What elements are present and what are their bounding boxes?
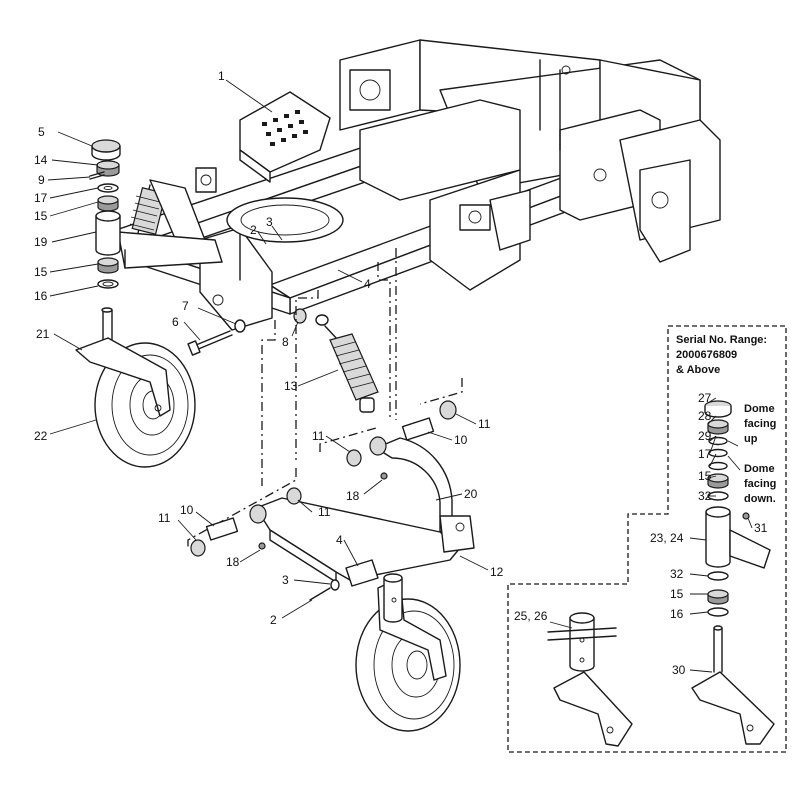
inset-callout-31: 31: [754, 521, 768, 535]
callout-10-upper: 10: [454, 433, 468, 447]
callout-labels: 1 2 3 2 3 4 4 5 6 7 8 9 10 10 11 11 11 1…: [34, 69, 504, 627]
callout-17: 17: [34, 191, 48, 205]
dome-down-line1: Dome: [744, 463, 775, 475]
bushing-8: [293, 308, 307, 324]
inset-callout-29: 29: [698, 429, 712, 443]
callout-5: 5: [38, 125, 45, 139]
main-frame: [109, 39, 721, 331]
a-arm-20: [190, 400, 475, 583]
inset-callout-27: 27: [698, 391, 712, 405]
callout-2-lower: 2: [270, 613, 277, 627]
callout-9: 9: [38, 173, 45, 187]
inset-callout-32a: 32: [698, 489, 712, 503]
callout-15-lower: 15: [34, 265, 48, 279]
callout-14: 14: [34, 153, 48, 167]
callout-11-c: 11: [318, 505, 331, 519]
dome-up-line2: facing: [744, 418, 776, 430]
inset-callout-25-26: 25, 26: [514, 609, 548, 623]
callout-6: 6: [172, 315, 179, 329]
inset-labels: Serial No. Range: 2000676809 & Above Dom…: [514, 334, 776, 677]
serial-number: 2000676809: [676, 349, 737, 361]
callout-3: 3: [266, 215, 273, 229]
callout-13: 13: [284, 379, 298, 393]
right-caster-wheel: [309, 559, 461, 732]
left-caster-mount: [117, 231, 223, 269]
callout-7: 7: [182, 299, 189, 313]
callout-11-d: 11: [158, 511, 171, 525]
callout-4-upper: 4: [364, 277, 371, 291]
callout-22: 22: [34, 429, 48, 443]
assembly-lines: [187, 248, 463, 550]
inset-callout-28: 28: [698, 409, 712, 423]
inset-callout-17: 17: [698, 447, 712, 461]
callout-8: 8: [282, 335, 289, 349]
serial-range-label: Serial No. Range:: [676, 334, 767, 346]
callout-19: 19: [34, 235, 48, 249]
inset-callout-30: 30: [672, 663, 686, 677]
callout-20: 20: [464, 487, 478, 501]
bolt-6-spacer-7: [187, 319, 246, 356]
callout-11-a: 11: [478, 417, 491, 431]
leader-lines: [47, 79, 753, 673]
left-caster-stack: [89, 139, 121, 289]
callout-11-b: 11: [312, 429, 325, 443]
dome-down-line2: facing: [744, 478, 776, 490]
callout-16: 16: [34, 289, 48, 303]
callout-10-lower: 10: [180, 503, 194, 517]
inset-callout-15b: 15: [670, 587, 684, 601]
inset-callout-15a: 15: [698, 469, 712, 483]
callout-12: 12: [490, 565, 504, 579]
left-caster-wheel: [75, 307, 196, 468]
inset-callout-23-24: 23, 24: [650, 531, 684, 545]
dome-up-line3: up: [744, 433, 758, 445]
callout-18-lower: 18: [226, 555, 240, 569]
inset-callout-32b: 32: [670, 567, 684, 581]
part-1-plate: [239, 91, 331, 183]
callout-4-lower: 4: [336, 533, 343, 547]
dome-down-line3: down.: [744, 493, 776, 505]
dome-up-line1: Dome: [744, 403, 775, 415]
callout-1: 1: [218, 69, 225, 83]
callout-15-upper: 15: [34, 209, 48, 223]
callout-18-upper: 18: [346, 489, 360, 503]
inset-callout-16: 16: [670, 607, 684, 621]
callout-3-lower: 3: [282, 573, 289, 587]
inset-panel: [507, 325, 787, 753]
callout-21: 21: [36, 327, 50, 341]
callout-2: 2: [250, 223, 257, 237]
shock-absorber-13: [315, 314, 379, 413]
serial-above-label: & Above: [676, 364, 720, 376]
